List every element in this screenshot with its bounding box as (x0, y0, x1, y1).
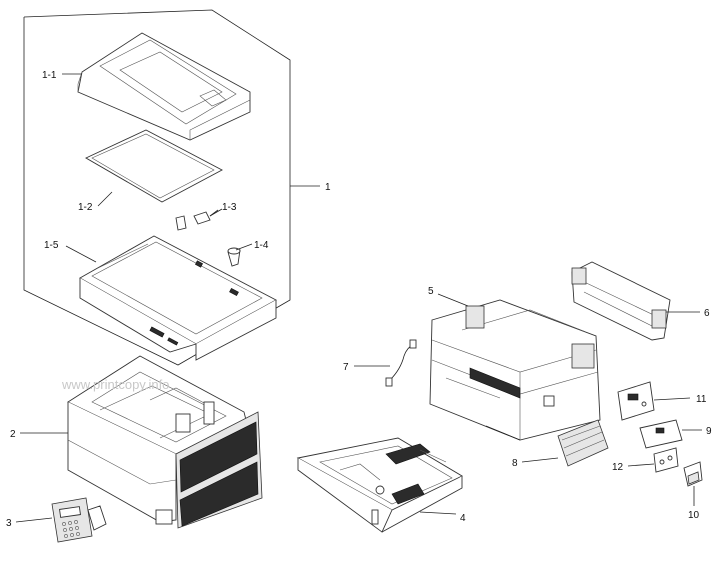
callout-1-5: 1-5 (44, 240, 59, 251)
callout-1-2: 1-2 (78, 202, 93, 213)
part-7-harness-cable (385, 339, 417, 387)
part-9-small-board (639, 419, 683, 449)
leader-lines (15, 73, 702, 523)
callout-1: 1 (325, 182, 331, 193)
callout-11: 11 (696, 394, 707, 405)
part-4-paper-cassette (296, 437, 463, 533)
watermark-text: www.printcopy.info (61, 377, 169, 392)
part-1-4-screw (227, 247, 241, 267)
part-1-1-scanner-cover (77, 32, 251, 141)
callout-3: 3 (6, 518, 12, 529)
callout-12: 12 (612, 462, 624, 473)
callout-2: 2 (10, 429, 16, 440)
part-5-engine-frame (429, 299, 601, 441)
part-8-power-board (557, 419, 609, 467)
callout-7: 7 (343, 362, 349, 373)
part-1-3-hinge-clip (175, 209, 219, 231)
callout-1-1: 1-1 (42, 70, 57, 81)
callout-1-4: 1-4 (254, 240, 269, 251)
part-2-main-frame (67, 355, 263, 529)
part-1-2-scanner-glass (85, 129, 223, 203)
part-6-fuser-unit (571, 261, 671, 341)
callout-4: 4 (460, 513, 466, 524)
callout-6: 6 (704, 308, 710, 319)
callout-labels: 1-1 1-2 1-3 1-4 1-5 1 2 3 4 5 6 7 8 9 10… (6, 70, 712, 529)
part-12-interface-board (653, 447, 679, 473)
part-10-connector (683, 461, 703, 487)
callout-8: 8 (512, 458, 518, 469)
callout-5: 5 (428, 286, 434, 297)
callout-10: 10 (688, 510, 700, 521)
part-3-control-panel (51, 497, 107, 543)
callout-1-3: 1-3 (222, 202, 237, 213)
part-11-main-board (617, 381, 655, 421)
scanner-assembly-group-frame (23, 9, 291, 366)
callout-9: 9 (706, 426, 712, 437)
part-1-5-scanner-base (79, 235, 277, 361)
